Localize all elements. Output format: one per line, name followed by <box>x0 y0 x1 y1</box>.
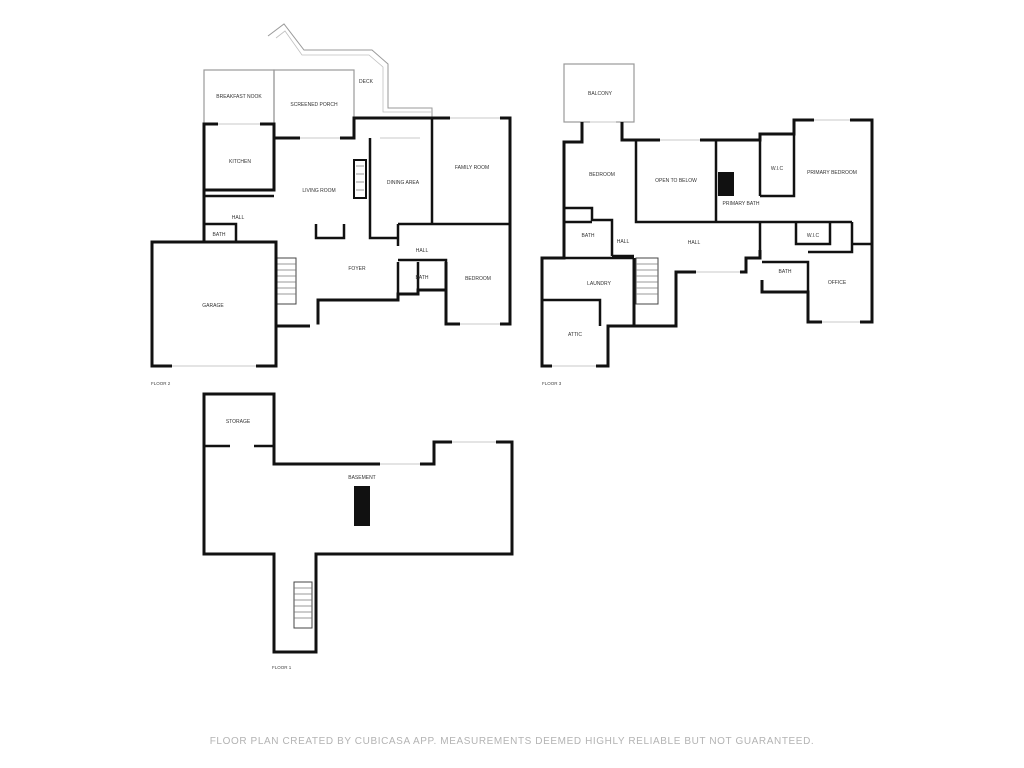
room-label-primary-bath: PRIMARY BATH <box>723 201 760 207</box>
room-label-laundry: LAUNDRY <box>587 281 611 287</box>
floor1-stairs <box>293 581 313 629</box>
room-label-open-to-below: OPEN TO BELOW <box>655 178 697 184</box>
room-label-bath-3b: BATH <box>779 269 792 275</box>
room-label-attic: ATTIC <box>568 332 582 338</box>
deck-outline <box>267 23 433 118</box>
room-label-bath-left: BATH <box>213 232 226 238</box>
floor3-chimney <box>718 172 734 196</box>
room-label-kitchen: KITCHEN <box>229 159 251 165</box>
room-label-breakfast-nook: BREAKFAST NOOK <box>216 94 262 100</box>
floor3-window-lines <box>552 119 860 367</box>
floor-label-2: FLOOR 2 <box>151 381 171 386</box>
room-label-deck: DECK <box>359 79 374 85</box>
floor-1-plan: STORAGE BASEMENT FLOOR 1 <box>202 392 514 670</box>
room-label-hall-right: HALL <box>416 248 429 254</box>
room-label-balcony: BALCONY <box>588 91 613 97</box>
floor-2-plan: BREAKFAST NOOK SCREENED PORCH DECK KITCH… <box>150 23 512 386</box>
floor-3-plan: BALCONY BEDROOM OPEN TO BELOW PRIMARY BA… <box>540 63 874 386</box>
room-label-office: OFFICE <box>828 280 847 286</box>
floor2-stair-steps <box>276 263 296 295</box>
room-label-bedroom: BEDROOM <box>465 276 491 282</box>
footer-disclaimer: FLOOR PLAN CREATED BY CUBICASA APP. MEAS… <box>209 736 815 747</box>
room-label-wic-1: W.I.C <box>771 166 784 172</box>
room-label-hall-left: HALL <box>232 215 245 221</box>
room-label-wic-2: W.I.C <box>807 233 820 239</box>
room-label-dining-area: DINING AREA <box>387 180 420 186</box>
left-hall-walls <box>202 194 274 244</box>
room-label-living-room: LIVING ROOM <box>302 188 335 194</box>
room-label-bedroom-3: BEDROOM <box>589 172 615 178</box>
room-label-primary-bedroom: PRIMARY BEDROOM <box>807 170 857 176</box>
floor3-stair-steps <box>636 263 658 295</box>
floor3-stairs <box>635 257 659 305</box>
room-label-family-room: FAMILY ROOM <box>455 165 489 171</box>
room-label-garage: GARAGE <box>202 303 224 309</box>
floor2-window-lines <box>218 117 500 325</box>
floor2-windows <box>218 116 500 328</box>
kitchen-walls <box>202 122 276 192</box>
deck-inner-outline <box>275 30 432 113</box>
room-label-bath-right: BATH <box>416 275 429 281</box>
floor-label-3: FLOOR 3 <box>542 381 562 386</box>
room-label-screened-porch: SCREENED PORCH <box>290 102 338 108</box>
room-label-hall-3b: HALL <box>688 240 701 246</box>
room-label-basement: BASEMENT <box>348 475 376 481</box>
floor2-outer-wall <box>202 116 512 328</box>
fireplace-hatch <box>356 165 364 191</box>
room-label-storage: STORAGE <box>226 419 251 425</box>
room-label-bath-3a: BATH <box>582 233 595 239</box>
storage-walls <box>204 444 276 464</box>
floor1-window-lines <box>380 441 496 465</box>
floor3-interior-walls <box>542 134 872 326</box>
garage-walls <box>150 240 278 368</box>
floor2-stairs <box>275 257 297 305</box>
fireplace <box>353 159 367 199</box>
floor-label-1: FLOOR 1 <box>272 665 292 670</box>
floor1-stair-steps <box>294 587 312 619</box>
floor1-chimney <box>354 486 370 526</box>
interior-walls <box>314 118 510 300</box>
room-label-foyer: FOYER <box>348 266 366 272</box>
room-label-hall-3a: HALL <box>617 239 630 245</box>
